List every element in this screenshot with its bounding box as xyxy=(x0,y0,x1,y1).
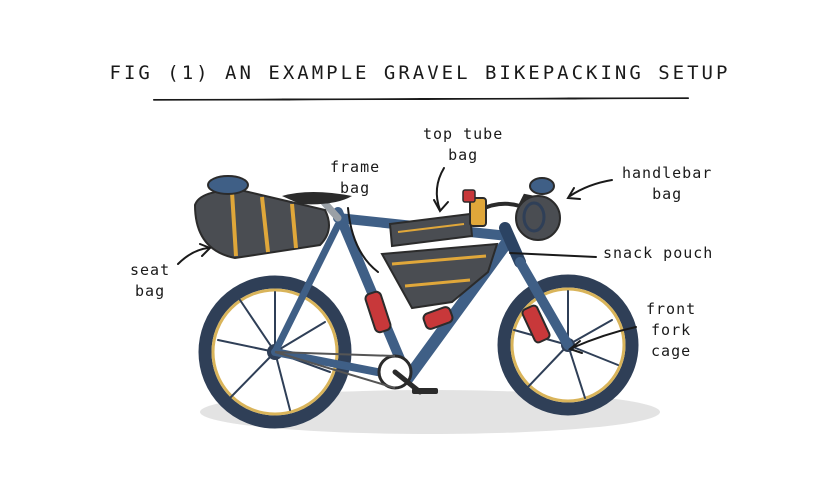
frame-bag xyxy=(382,244,497,308)
seat-bag xyxy=(195,176,329,258)
label-snack-pouch: snack pouch xyxy=(603,243,713,264)
top-tube-bag xyxy=(390,214,472,246)
